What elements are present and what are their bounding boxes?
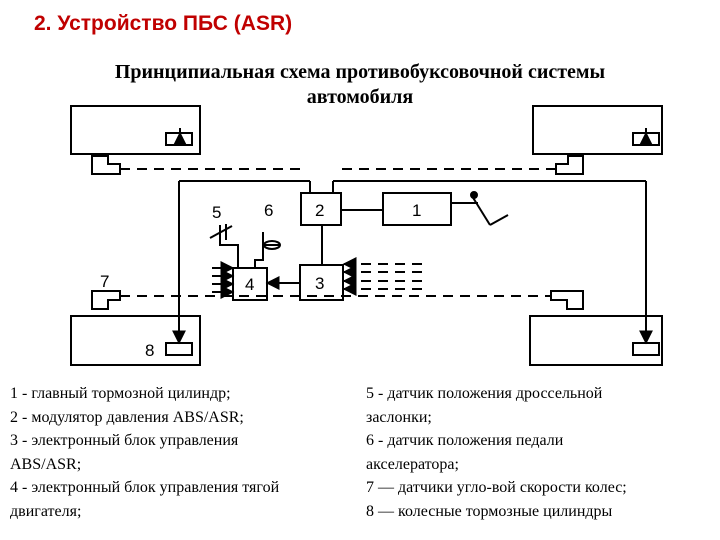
throttle-wire [219, 225, 239, 268]
diagram-title: Принципиальная схема противобуксовочной … [0, 60, 720, 110]
legend-item: 5 - датчик положения дроссельной [366, 385, 603, 402]
label-wheel-cylinder: 8 [145, 341, 154, 360]
legend-right: 5 - датчик положения дроссельной заслонк… [366, 382, 627, 523]
legend-item: 2 - модулятор давления ABS/ASR; [10, 408, 244, 426]
wheel-rear-right [529, 315, 663, 366]
legend-item: ABS/ASR; [10, 455, 82, 473]
legend-item: двигателя; [10, 502, 82, 520]
label-ecu-abs: 3 [315, 274, 324, 293]
speed-sensor-fr [555, 155, 584, 175]
legend-left: 1 - главный тормозной цилиндр; 2 - модул… [10, 382, 279, 523]
legend-item: 1 - главный тормозной цилиндр; [10, 385, 231, 402]
brake-cylinder-rr [632, 342, 660, 356]
label-1-modulator: 2 [315, 201, 324, 220]
pedal-wire [254, 232, 264, 268]
legend-item: 6 - датчик положения педали [366, 432, 564, 449]
legend-item: 3 - электронный блок управления [10, 432, 239, 449]
label-master-cylinder: 1 [412, 201, 421, 220]
speed-sensor-rl [91, 290, 121, 310]
label-throttle-sensor: 5 [212, 203, 221, 222]
legend-item: 4 - электронный блок управления тягой [10, 479, 280, 496]
speed-sensor-fl [91, 155, 121, 175]
label-traction-ecu: 4 [245, 275, 254, 294]
wheel-front-right [532, 105, 663, 155]
wheel-front-left [70, 105, 201, 155]
legend-item: заслонки; [366, 408, 432, 426]
pedal-foot [489, 214, 509, 226]
label-pedal-sensor: 6 [264, 201, 273, 220]
slide-title: 2. Устройство ПБС (ASR) [34, 12, 293, 35]
throttle-switch [209, 225, 233, 239]
label-speed-sensor: 7 [100, 272, 109, 291]
pedal-pivot [470, 191, 478, 199]
brake-cylinder-rl [165, 342, 193, 356]
legend-item: 7 — датчики угло-вой скорости колес; [366, 479, 627, 496]
diagram-title-line-2: автомобиля [306, 86, 414, 108]
speed-sensor-rr [550, 290, 584, 310]
asr-scheme: 2 1 3 4 5 6 7 8 [70, 105, 663, 366]
legend-item: акселератора; [366, 455, 459, 473]
pedal-lever [471, 195, 491, 226]
diagram-title-line-1: Принципиальная схема противобуксовочной … [114, 61, 606, 83]
legend-item: 8 — колесные тормозные цилиндры [366, 502, 613, 520]
wheel-rear-left [70, 315, 201, 366]
